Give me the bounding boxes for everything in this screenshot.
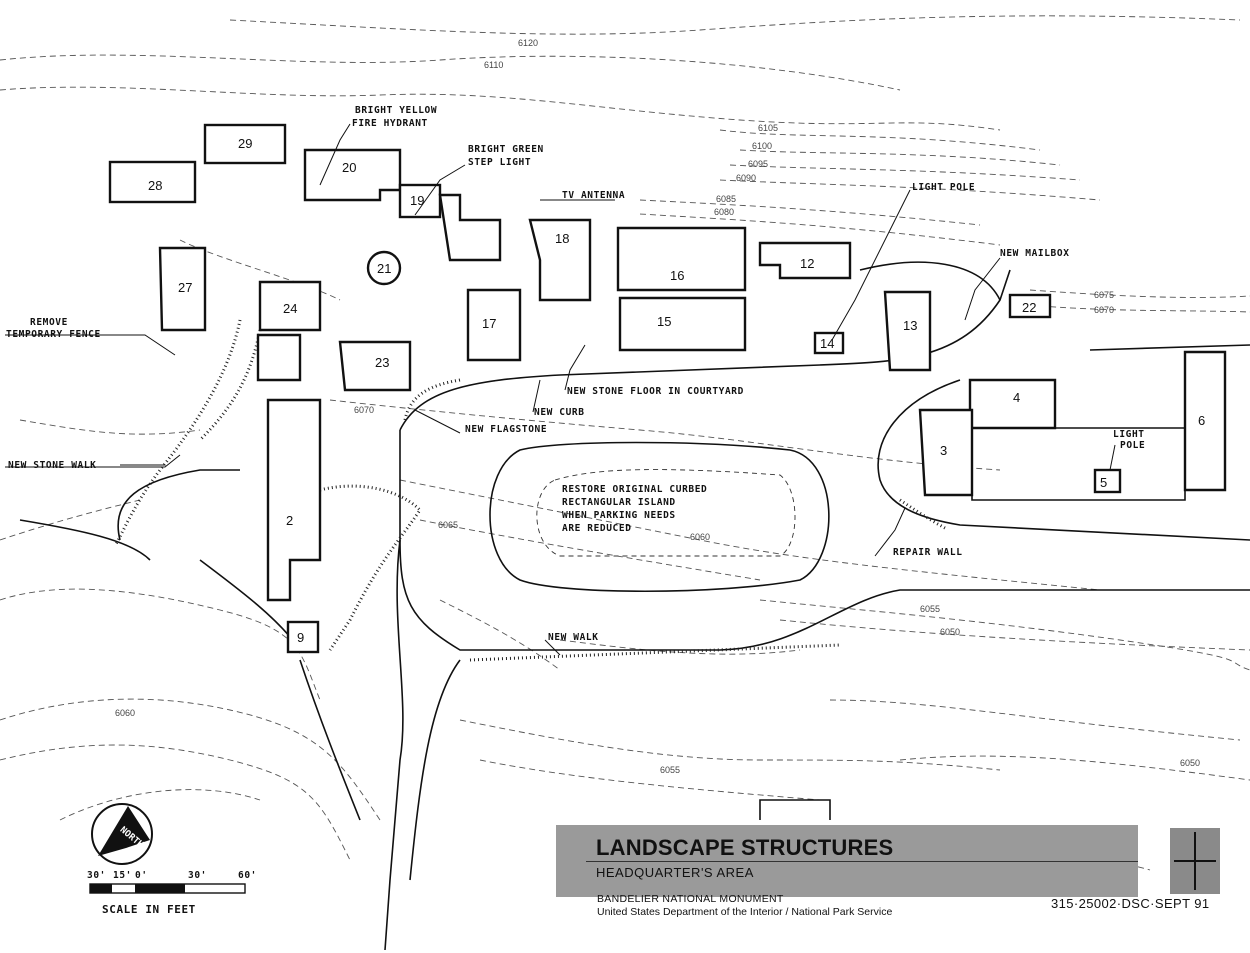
annot-fire-hydrant-1: BRIGHT YELLOW: [355, 105, 437, 116]
building-5: 5: [1100, 475, 1107, 490]
svg-text:6110: 6110: [484, 60, 503, 70]
title-divider: [586, 861, 1138, 862]
svg-text:6070: 6070: [1094, 305, 1114, 315]
svg-text:6060: 6060: [115, 708, 135, 718]
scale-tick-0: 30': [87, 870, 106, 881]
annot-new-walk: NEW WALK: [548, 632, 599, 643]
svg-text:6055: 6055: [660, 765, 680, 775]
scale-tick-3: 30': [188, 870, 207, 881]
annot-light-pole-2b: POLE: [1120, 440, 1145, 451]
svg-text:6070: 6070: [354, 405, 374, 415]
building-29: 29: [238, 136, 252, 151]
building-6: 6: [1198, 413, 1205, 428]
stone-walks: [113, 319, 946, 662]
annot-restore-island-1: RESTORE ORIGINAL CURBED: [562, 484, 707, 495]
svg-text:6090: 6090: [736, 173, 756, 183]
building-24: 24: [283, 301, 297, 316]
agency-name: United States Department of the Interior…: [597, 906, 893, 918]
svg-text:6105: 6105: [758, 123, 778, 133]
building-14: 14: [820, 336, 834, 351]
svg-text:6050: 6050: [940, 627, 960, 637]
svg-text:6100: 6100: [752, 141, 772, 151]
parking-island: [489, 441, 830, 593]
building-28: 28: [148, 178, 162, 193]
leader-lines: [5, 123, 1116, 656]
annot-remove-fence-2: TEMPORARY FENCE: [6, 329, 101, 340]
svg-text:6120: 6120: [518, 38, 538, 48]
building-15: 15: [657, 314, 671, 329]
building-17: 17: [482, 316, 496, 331]
svg-text:6080: 6080: [714, 207, 734, 217]
annot-new-flagstone: NEW FLAGSTONE: [465, 424, 547, 435]
building-19: 19: [410, 193, 424, 208]
drawing-number: 315·25002·DSC·SEPT 91: [1051, 896, 1210, 911]
building-27: 27: [178, 280, 192, 295]
svg-text:6055: 6055: [920, 604, 940, 614]
building-22: 22: [1022, 300, 1036, 315]
building-13: 13: [903, 318, 917, 333]
annot-fire-hydrant-2: FIRE HYDRANT: [352, 118, 428, 129]
buildings: [108, 123, 1227, 654]
scale-tick-1: 15': [113, 870, 132, 881]
annot-repair-wall: REPAIR WALL: [893, 547, 963, 558]
annot-tv-antenna: TV ANTENNA: [562, 190, 625, 201]
building-12: 12: [800, 256, 814, 271]
scale-label: SCALE IN FEET: [102, 903, 196, 916]
annot-light-pole-2a: LIGHT: [1113, 429, 1145, 440]
building-4: 4: [1013, 390, 1020, 405]
svg-text:6065: 6065: [438, 520, 458, 530]
building-9: 9: [297, 630, 304, 645]
annot-light-pole: LIGHT POLE: [912, 182, 975, 193]
building-2: 2: [286, 513, 293, 528]
annot-restore-island-2: RECTANGULAR ISLAND: [562, 497, 676, 508]
scale-tick-4: 60': [238, 870, 257, 881]
annot-step-light-2: STEP LIGHT: [468, 157, 531, 168]
building-16: 16: [670, 268, 684, 283]
drawing-subtitle: HEADQUARTER'S AREA: [596, 865, 754, 880]
annot-new-stone-walk: NEW STONE WALK: [8, 460, 96, 471]
annot-remove-fence-1: REMOVE: [30, 317, 68, 328]
svg-text:6050: 6050: [1180, 758, 1200, 768]
annotations: BRIGHT YELLOW FIRE HYDRANT BRIGHT GREEN …: [6, 105, 1145, 643]
annot-new-stone-floor: NEW STONE FLOOR IN COURTYARD: [567, 386, 744, 397]
annot-restore-island-4: ARE REDUCED: [562, 523, 632, 534]
annot-restore-island-3: WHEN PARKING NEEDS: [562, 510, 676, 521]
building-20: 20: [342, 160, 356, 175]
park-name: BANDELIER NATIONAL MONUMENT: [597, 893, 784, 905]
annot-step-light-1: BRIGHT GREEN: [468, 144, 544, 155]
contour-lines: [0, 15, 1250, 871]
annot-new-curb: NEW CURB: [534, 407, 585, 418]
building-23: 23: [375, 355, 389, 370]
scale-tick-2: 0': [135, 870, 148, 881]
building-21: 21: [377, 261, 391, 276]
cross-icon: [1170, 828, 1220, 894]
drawing-title: LANDSCAPE STRUCTURES: [596, 835, 894, 860]
building-3: 3: [940, 443, 947, 458]
svg-text:6060: 6060: [690, 532, 710, 542]
svg-text:6085: 6085: [716, 194, 736, 204]
annot-new-mailbox: NEW MAILBOX: [1000, 248, 1070, 259]
north-arrow: NORTH: [91, 803, 153, 865]
building-18: 18: [555, 231, 569, 246]
contour-labels: 6120 6110 6105 6100 6095 6090 6085 6080 …: [115, 38, 1200, 775]
svg-text:6075: 6075: [1094, 290, 1114, 300]
building-numbers: 29 28 20 19 18 21 16 12 27 24 17 15 13 1…: [148, 136, 1205, 645]
round-structure-21: [366, 250, 402, 286]
roads: [19, 261, 1250, 951]
scale-bar: 30' 15' 0' 30' 60' SCALE IN FEET: [87, 870, 257, 916]
svg-text:6095: 6095: [748, 159, 768, 169]
title-block: LANDSCAPE STRUCTURES HEADQUARTER'S AREA: [556, 825, 1138, 897]
